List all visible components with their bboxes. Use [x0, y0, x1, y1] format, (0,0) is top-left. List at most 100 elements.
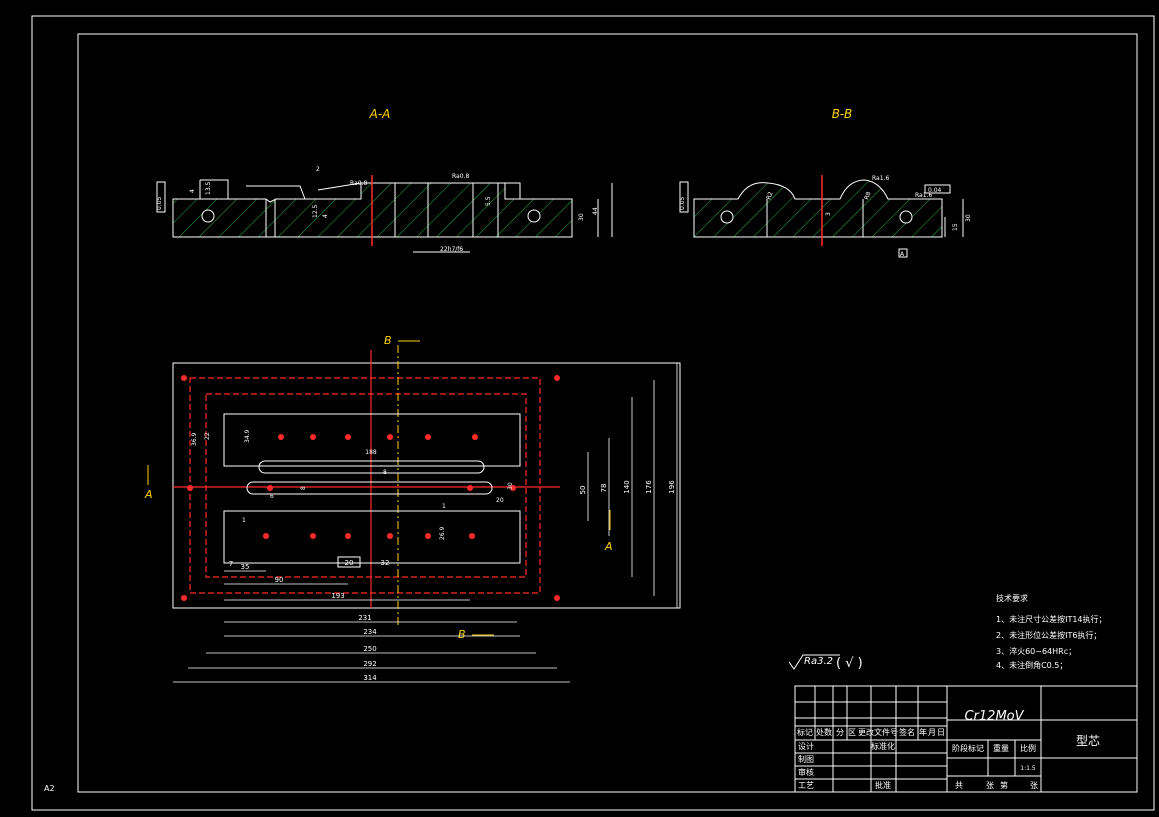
- plan-mark-b-bottom: B: [458, 628, 466, 641]
- dim-22: 22: [204, 432, 211, 440]
- tech-req-3: 3、淬火60~64HRc；: [996, 646, 1076, 656]
- inner-frame: [77, 33, 1138, 793]
- hdr-3: 区: [848, 728, 856, 737]
- dim-26-9: 26.9: [439, 526, 446, 540]
- material-label: Cr12MoV: [964, 709, 1024, 724]
- dim-196: 196: [668, 480, 676, 494]
- dim-50: 50: [579, 486, 587, 495]
- dim-140: 140: [623, 480, 631, 493]
- dim-20b: 20: [496, 497, 504, 504]
- dim-20: 20: [345, 559, 354, 567]
- dim-30: 30: [507, 482, 514, 490]
- tech-req-2: 2、未注形位公差按IT6执行；: [996, 630, 1101, 640]
- hdr-1: 处数: [816, 727, 832, 737]
- aa-dim-30: 30: [578, 213, 585, 221]
- sheet-2: 第: [1000, 780, 1008, 790]
- role-2: 审核: [798, 767, 814, 777]
- part-name: 型芯: [1076, 734, 1100, 748]
- stage-label: 阶段标记: [952, 743, 984, 753]
- dim-292: 292: [363, 660, 376, 668]
- aa-hole-right: [527, 209, 541, 223]
- outer-border: [31, 15, 1155, 811]
- dim-8b: 8: [383, 469, 387, 476]
- dim-1b: 1: [442, 503, 446, 510]
- sheet-1: 张: [986, 781, 994, 790]
- scale-label: 比例: [1020, 743, 1036, 753]
- bb-datum-a: A: [900, 251, 905, 258]
- role-0: 设计: [798, 741, 814, 751]
- aa-hole-left: [201, 209, 215, 223]
- bb-tol-1: 0.04: [928, 187, 942, 194]
- plan-outline: [172, 362, 681, 609]
- dim-188: 188: [365, 449, 377, 456]
- aa-dim-4b: 4: [322, 214, 329, 218]
- dim-34-9: 34.9: [244, 429, 251, 443]
- dim-32: 32: [381, 559, 390, 567]
- section-bb-body: [693, 179, 943, 238]
- aa-dim-12-5: 12.5: [312, 204, 319, 218]
- bb-dim-15: 15: [952, 223, 959, 231]
- sheet-3: 张: [1030, 781, 1038, 790]
- bb-ra-2: Ra1.6: [915, 192, 932, 199]
- section-bb-title: B-B: [832, 107, 853, 121]
- aa-tol-0: 0.05: [156, 196, 163, 210]
- hdr-5: 签名: [899, 727, 915, 737]
- dim-314: 314: [363, 674, 377, 682]
- dim-6: 6: [270, 493, 274, 500]
- plan-mark-a-right: A: [604, 540, 613, 553]
- hdr-0: 标记: [797, 727, 813, 737]
- dim-90: 90: [275, 576, 284, 584]
- aa-dim-2: 2: [316, 166, 320, 173]
- plan-mark-b-top: B: [384, 334, 392, 347]
- section-aa-title: A-A: [369, 107, 391, 121]
- dim-231: 231: [358, 614, 371, 622]
- std-label: 标准化: [871, 741, 895, 751]
- hdr-6: 年: [919, 727, 927, 737]
- hdr-4: 更改文件号: [858, 727, 898, 737]
- dim-1a: 1: [242, 517, 246, 524]
- surface-finish-note: Ra3.2 ( √ ): [788, 654, 863, 671]
- aa-dim-4: 4: [189, 189, 196, 193]
- scale-value: 1:1.5: [1020, 765, 1036, 772]
- dim-8a: 8: [300, 486, 307, 490]
- weight-label: 重量: [993, 743, 1009, 753]
- plan-mark-a-left: A: [144, 488, 153, 501]
- bb-dim-r8: R8: [863, 191, 872, 201]
- tech-req-4: 4、未注倒角C0.5；: [996, 660, 1067, 670]
- title-block: [794, 685, 1138, 793]
- aa-ra-1: Ra0.8: [350, 180, 367, 187]
- dim-35: 35: [241, 563, 250, 571]
- approve-label: 批准: [875, 780, 891, 790]
- hdr-7: 月: [928, 728, 936, 737]
- dim-7: 7: [229, 560, 233, 568]
- bb-dim-r2: R2: [765, 191, 774, 201]
- dim-250: 250: [363, 645, 376, 653]
- tech-req-1: 1、未注尺寸公差按IT14执行；: [996, 614, 1107, 624]
- aa-dim-44: 44: [592, 207, 599, 215]
- tech-requirements: 技术要求 1、未注尺寸公差按IT14执行； 2、未注形位公差按IT6执行； 3、…: [996, 593, 1107, 670]
- title-block-text: Cr12MoV 型芯 1:1.5 标记 处数 分 区 更改文件号 签名 年 月 …: [797, 709, 1100, 790]
- dim-193: 193: [331, 592, 344, 600]
- surface-finish-label: Ra3.2: [804, 656, 833, 667]
- tech-req-title: 技术要求: [996, 593, 1028, 603]
- role-1: 制图: [798, 754, 814, 764]
- sheet-0: 共: [955, 781, 963, 790]
- surface-finish-suffix: ( √ ): [836, 656, 863, 671]
- sheet-size-label: A2: [44, 784, 55, 793]
- section-aa-view: A-A 0.05 30 44 4 13.5 2 12.5 4 5.5 22h7/…: [156, 107, 613, 253]
- aa-dim-5-5: 5.5: [485, 196, 492, 206]
- plan-view: B B A A 231 234 250 292 314 193 90 35 20…: [144, 334, 681, 683]
- aa-ra-2: Ra0.8: [452, 173, 469, 180]
- section-bb-view: B-B 0.05 0.04 30 15 3 R2 R8 A Ra1.6 Ra1.…: [679, 107, 972, 258]
- hdr-2: 分: [836, 728, 844, 737]
- dim-36-9: 36.9: [191, 432, 198, 446]
- aa-dim-fit: 22h7/f6: [440, 246, 463, 253]
- role-3: 工艺: [798, 781, 814, 790]
- aa-dim-13-5: 13.5: [205, 181, 212, 195]
- bb-dim-3: 3: [825, 212, 832, 216]
- dim-176: 176: [645, 480, 653, 494]
- bb-dim-30: 30: [965, 214, 972, 222]
- dim-234: 234: [363, 628, 377, 636]
- dim-78: 78: [600, 484, 608, 493]
